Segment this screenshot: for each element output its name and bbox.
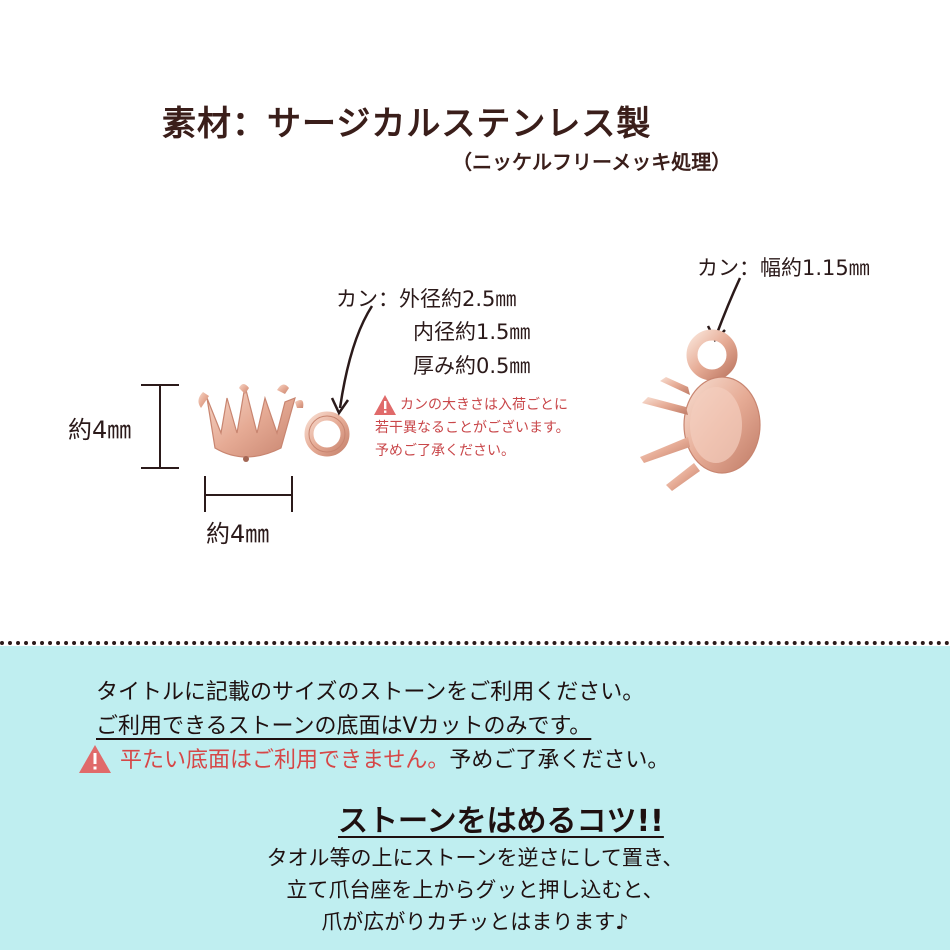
height-dim-line (159, 384, 161, 468)
spec-outer-diameter: カン：外径約2.5㎜ (336, 287, 517, 311)
height-dim-bottom (141, 467, 179, 469)
notice-line1: タイトルに記載のサイズのストーンをご利用ください。 (96, 680, 645, 705)
width-dim-right (291, 476, 293, 512)
small-warning-line2: 若干異なることがございます。 (375, 420, 570, 436)
small-warning-line3: 予めご了承ください。 (375, 443, 515, 459)
spec-thickness: 厚み約0.5㎜ (413, 354, 531, 378)
warning-icon (374, 395, 396, 415)
height-label: 約4㎜ (68, 416, 132, 444)
notice-line3-rest: 予めご了承ください。 (449, 748, 670, 773)
notice-line3-red: 平たい底面はご利用できません。 (120, 748, 450, 773)
tips-line3: 爪が広がりカチッとはまります♪ (321, 910, 629, 934)
setting-image-angled (640, 329, 761, 491)
page-subtitle: （ニッケルフリーメッキ処理） (452, 150, 732, 174)
tips-line2: 立て爪台座を上からグッと押し込むと、 (286, 878, 664, 902)
warning-icon (79, 745, 111, 773)
spec-inner-diameter: 内径約1.5㎜ (413, 320, 531, 344)
notice-panel (0, 646, 950, 950)
notice-line2: ご利用できるストーンの底面はVカットのみです。 (96, 714, 592, 739)
page-title: 素材：サージカルステンレス製 (162, 104, 652, 144)
notice-line3: 平たい底面はご利用できません。予めご了承ください。 (120, 742, 669, 774)
setting-image-front (198, 384, 350, 462)
dotted-divider (0, 641, 950, 645)
small-warning-line1: カンの大きさは入荷ごとに (400, 397, 568, 413)
arrow-to-ring-left (330, 305, 374, 416)
spec-ring-width: カン：幅約1.15㎜ (697, 256, 870, 280)
tips-title: ストーンをはめるコツ!! (338, 804, 664, 839)
width-dim-line (204, 494, 293, 496)
tips-line1: タオル等の上にストーンを逆さにして置き、 (266, 846, 684, 870)
width-label: 約4㎜ (206, 520, 270, 548)
